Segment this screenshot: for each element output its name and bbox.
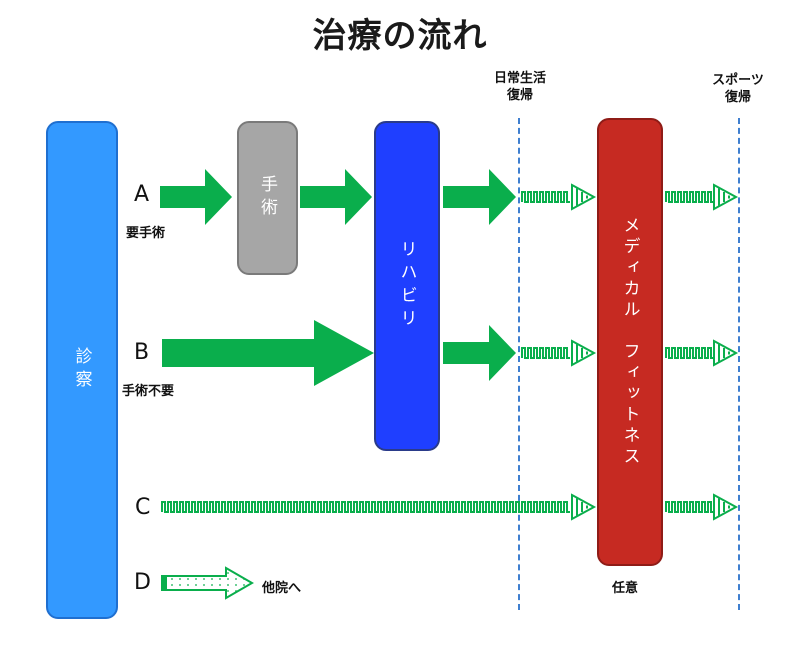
- route-c-letter: C: [135, 495, 151, 520]
- arrow-b-to-rehab: [162, 320, 374, 386]
- diagnosis-label: 診察: [71, 347, 92, 393]
- route-d-letter: D: [134, 570, 151, 595]
- arrow-d-tail: [162, 576, 167, 590]
- arrow-c-to-mf-body: [161, 501, 570, 513]
- arrow-a-daily-to-mf-head: [571, 183, 597, 211]
- arrow-b-mf-to-sports-body: [665, 347, 714, 359]
- arrow-a-to-surgery: [160, 169, 232, 225]
- arrow-c-mf-to-sports-head: [713, 493, 739, 521]
- arrow-a-surgery-to-rehab: [300, 169, 372, 225]
- optional-note: 任意: [612, 581, 639, 596]
- route-a-label: 要手術: [126, 226, 166, 241]
- arrow-b-daily-to-mf-body: [521, 347, 570, 359]
- surgery-label: 手術: [257, 175, 277, 221]
- route-b-label: 手術不要: [122, 384, 175, 399]
- arrow-a-rehab-to-daily: [443, 169, 516, 225]
- rehab-box: リハビリ: [374, 121, 440, 451]
- arrow-a-daily-to-mf-body: [521, 191, 570, 203]
- page-title: 治療の流れ: [312, 16, 488, 56]
- medical-fitness-label: メディカル フィットネス: [619, 216, 640, 468]
- arrow-c-mf-to-sports-body: [665, 501, 714, 513]
- milestone-sports-label: スポーツ 復帰: [712, 73, 764, 105]
- milestone-daily-life-line: [518, 118, 520, 610]
- arrow-d-other-hospital: [161, 566, 255, 600]
- arrow-c-to-mf-head: [571, 493, 597, 521]
- medical-fitness-box: メディカル フィットネス: [597, 118, 663, 566]
- arrow-a-mf-to-sports-head: [713, 183, 739, 211]
- arrow-b-daily-to-mf-head: [571, 339, 597, 367]
- arrow-a-mf-to-sports-body: [665, 191, 714, 203]
- arrow-b-mf-to-sports-head: [713, 339, 739, 367]
- route-a-letter: A: [134, 182, 150, 207]
- milestone-daily-life-label: 日常生活 復帰: [493, 71, 546, 103]
- milestone-sports-line: [738, 118, 740, 610]
- route-b-letter: B: [134, 340, 150, 365]
- arrow-b-rehab-to-daily: [443, 325, 516, 381]
- surgery-box: 手術: [237, 121, 298, 275]
- other-hospital-note: 他院へ: [262, 581, 302, 596]
- diagnosis-box: 診察: [46, 121, 118, 619]
- rehab-label: リハビリ: [396, 240, 417, 332]
